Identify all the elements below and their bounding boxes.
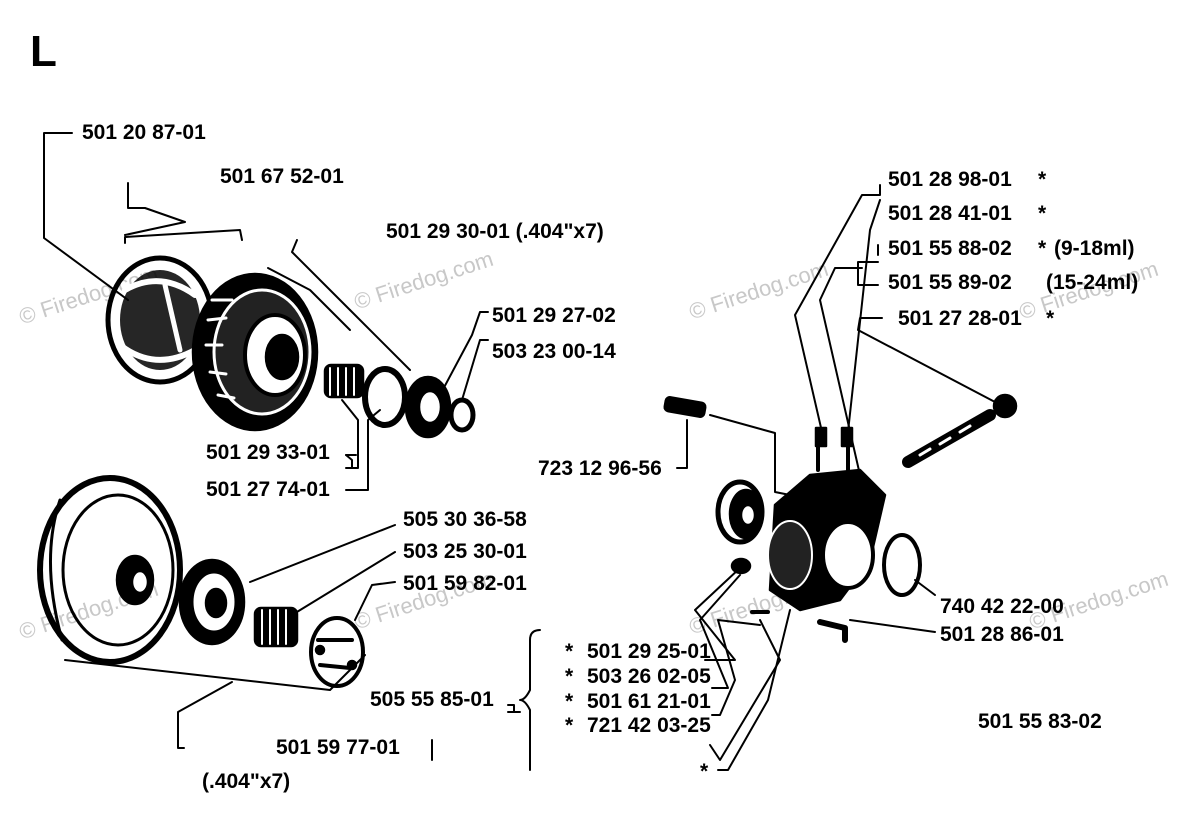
part-number-label: 501 55 83-02: [978, 710, 1102, 733]
part-number-label: 501 28 86-01: [940, 623, 1064, 646]
part-number-label: 505 55 85-01: [370, 688, 494, 711]
pin-part: [817, 619, 848, 643]
part-number-label: 505 30 36-58: [403, 508, 527, 531]
pump-housing-part: [767, 426, 887, 612]
part-number-label: 501 55 88-02: [888, 237, 1012, 260]
part-number-label: 501 28 41-01: [888, 202, 1012, 225]
asterisk-mark: *: [1046, 307, 1055, 330]
o-ring-part: [882, 533, 922, 597]
part-number-label: 740 42 22-00: [940, 595, 1064, 618]
part-number-label: 501 29 30-01 (.404"x7): [386, 220, 604, 243]
part-number-label: 721 42 03-25: [587, 714, 711, 737]
asterisk-mark: *: [565, 690, 574, 713]
part-number-label: 503 23 00-14: [492, 340, 616, 363]
needle-bearing-part: [323, 363, 365, 399]
asterisk-mark: *: [1038, 202, 1047, 225]
part-number-label: 501 55 89-02: [888, 271, 1012, 294]
section-letter: L: [30, 27, 57, 76]
part-number-label: 501 28 98-01: [888, 168, 1012, 191]
part-number-note: (15-24ml): [1046, 271, 1139, 294]
part-number-label: 723 12 96-56: [538, 457, 662, 480]
part-number-label: 501 59 82-01: [403, 572, 527, 595]
part-number-label: 501 29 27-02: [492, 304, 616, 327]
part-number-label: 501 29 33-01: [206, 441, 330, 464]
retainer-clip-part: [309, 616, 365, 688]
e-clip-part: [448, 397, 476, 433]
rim-drum-part: [37, 475, 183, 665]
asterisk-mark: *: [1038, 168, 1047, 191]
part-number-note: (9-18ml): [1054, 237, 1135, 260]
spring-bearing-part: [253, 606, 299, 648]
part-number-label: 501 67 52-01: [220, 165, 344, 188]
small-nut-part: [730, 557, 752, 575]
drive-sprocket-part: [404, 375, 452, 439]
asterisk-mark: *: [700, 760, 709, 783]
asterisk-mark: *: [1038, 237, 1047, 260]
part-number-label: 501 61 21-01: [587, 690, 711, 713]
part-number-note: (.404"x7): [202, 770, 291, 793]
part-number-label: 503 26 02-05: [587, 665, 711, 688]
washer-part: [362, 366, 408, 428]
clutch-shoes-part: [105, 255, 215, 385]
part-number-label: 501 27 28-01: [898, 307, 1022, 330]
asterisk-mark: *: [565, 714, 574, 737]
adjust-screw-part: [902, 393, 1018, 468]
part-number-label: 501 59 77-01: [276, 736, 400, 759]
part-number-label: 501 20 87-01: [82, 121, 206, 144]
clutch-drum-part: [191, 272, 319, 432]
rim-sprocket-part: [178, 558, 246, 646]
asterisk-mark: *: [565, 640, 574, 663]
asterisk-mark: *: [565, 665, 574, 688]
part-number-label: 503 25 30-01: [403, 540, 527, 563]
part-number-label: 501 29 25-01: [587, 640, 711, 663]
screw-part: [663, 396, 707, 418]
pump-piston-part: [715, 479, 765, 545]
part-number-label: 501 27 74-01: [206, 478, 330, 501]
